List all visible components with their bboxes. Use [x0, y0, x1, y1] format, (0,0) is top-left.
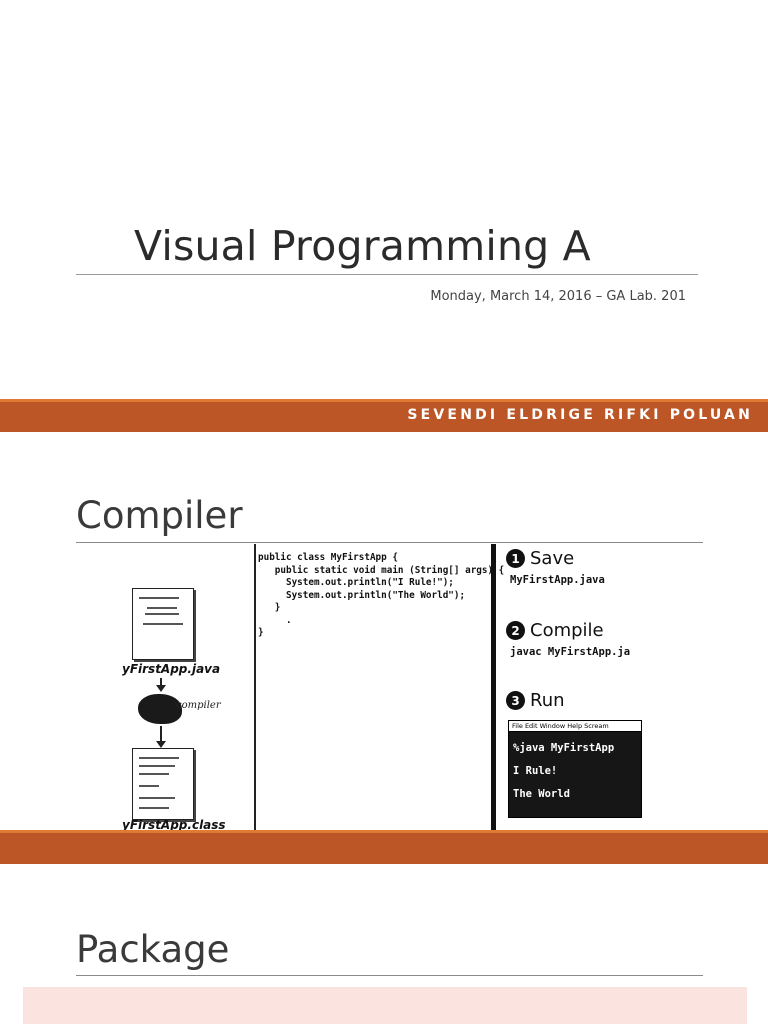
- compiler-note: compiler: [176, 700, 221, 711]
- compiler-slide: Compiler yFirstApp.java compiler yFirstA…: [0, 432, 768, 864]
- step-title: Save: [530, 548, 574, 569]
- content-box: [23, 987, 747, 1024]
- presentation-subtitle: Monday, March 14, 2016 – GA Lab. 201: [430, 289, 686, 304]
- slide-heading: Package: [76, 928, 229, 971]
- compiler-figure: yFirstApp.java compiler yFirstApp.class …: [76, 544, 703, 830]
- step-number: 3: [506, 691, 525, 710]
- code-line: System.out.println("The World");: [258, 590, 504, 603]
- code-line: .: [258, 615, 504, 628]
- step-title: Run: [530, 690, 565, 711]
- step-number: 2: [506, 621, 525, 640]
- step-save: 1 Save: [506, 548, 574, 569]
- title-divider: [76, 274, 698, 275]
- accent-bar: [0, 830, 768, 864]
- package-slide: Package: [0, 864, 768, 1024]
- step-command: javac MyFirstApp.ja: [510, 646, 630, 658]
- step-title: Compile: [530, 620, 604, 641]
- presentation-title: Visual Programming A: [134, 222, 591, 270]
- arrow-down-icon: [160, 678, 162, 686]
- heading-divider: [76, 975, 703, 976]
- step-number: 1: [506, 549, 525, 568]
- source-file-icon: [132, 588, 194, 660]
- class-file-icon: [132, 748, 194, 820]
- step-run: 3 Run: [506, 690, 565, 711]
- code-line: }: [258, 627, 504, 640]
- terminal-line: The World: [513, 783, 637, 806]
- code-line: public class MyFirstApp {: [258, 552, 504, 565]
- terminal-line: I Rule!: [513, 760, 637, 783]
- figure-divider: [254, 544, 256, 830]
- code-block: public class MyFirstApp { public static …: [258, 552, 504, 640]
- step-command: MyFirstApp.java: [510, 574, 605, 586]
- terminal-line: %java MyFirstApp: [513, 737, 637, 760]
- author-name: SEVENDI ELDRIGE RIFKI POLUAN: [407, 407, 753, 423]
- figure-divider: [491, 544, 496, 830]
- code-line: System.out.println("I Rule!");: [258, 577, 504, 590]
- author-bar: SEVENDI ELDRIGE RIFKI POLUAN: [0, 399, 768, 432]
- terminal-menubar: File Edit Window Help Scream: [509, 721, 641, 732]
- step-compile: 2 Compile: [506, 620, 604, 641]
- code-line: public static void main (String[] args) …: [258, 565, 504, 578]
- code-line: }: [258, 602, 504, 615]
- source-file-label: yFirstApp.java: [122, 662, 220, 676]
- arrow-down-icon: [160, 726, 162, 742]
- terminal-window: File Edit Window Help Scream %java MyFir…: [508, 720, 642, 818]
- heading-divider: [76, 542, 703, 543]
- title-slide: Visual Programming A Monday, March 14, 2…: [0, 0, 768, 432]
- slide-heading: Compiler: [76, 494, 243, 537]
